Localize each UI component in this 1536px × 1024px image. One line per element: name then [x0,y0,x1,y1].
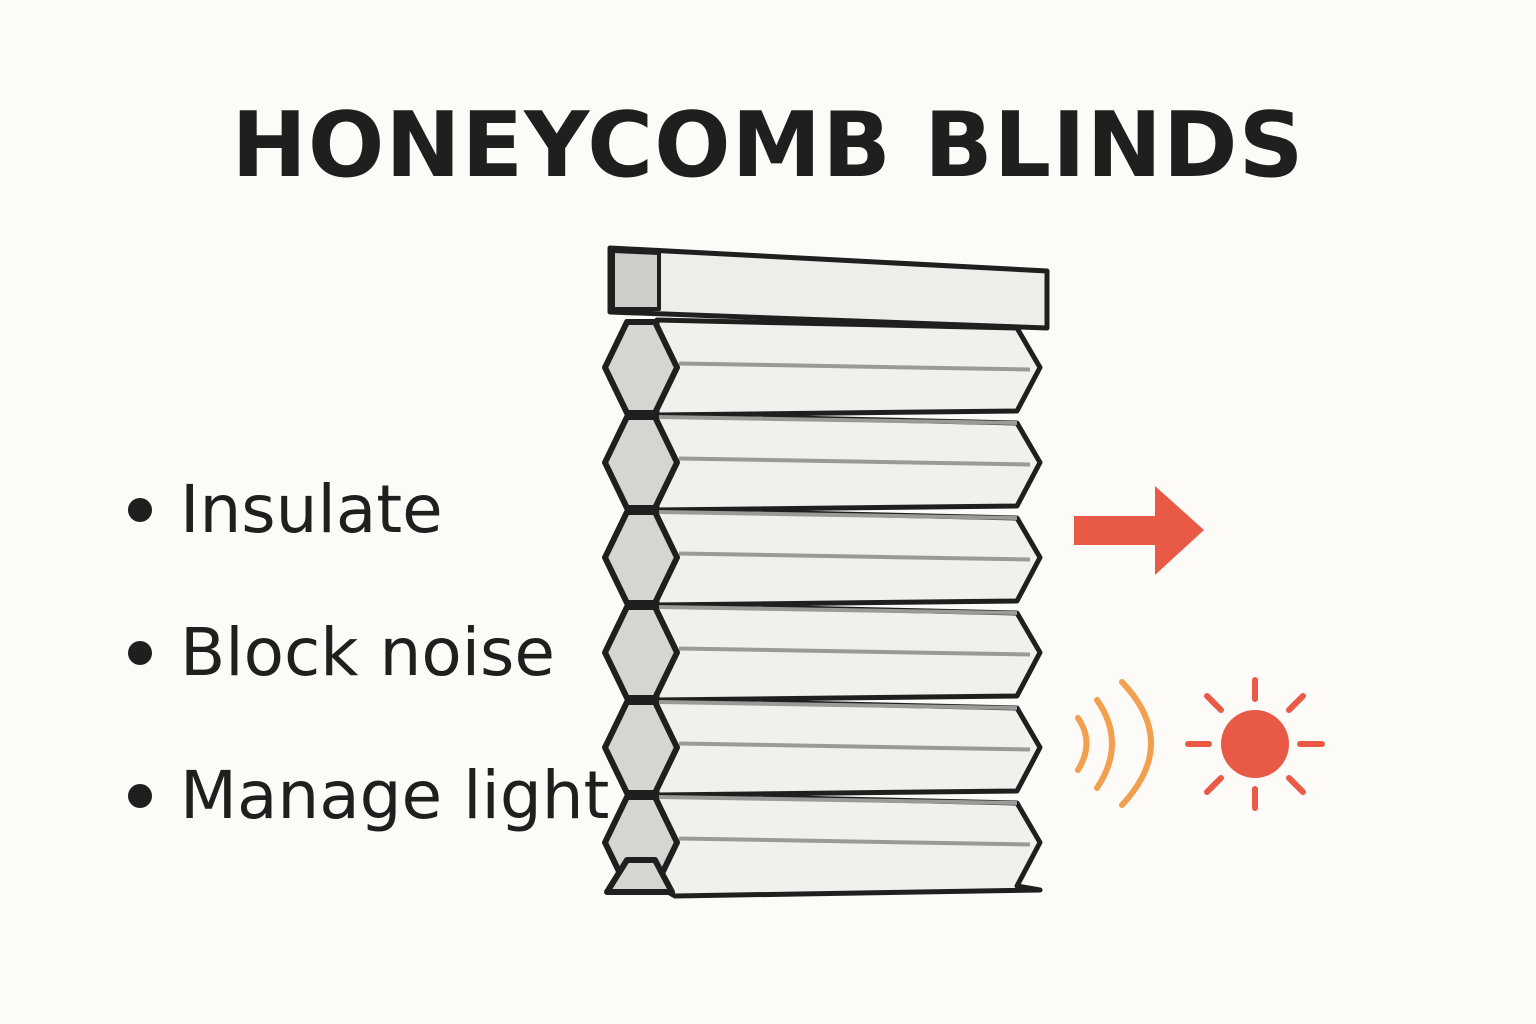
headrail-endcap [611,249,661,311]
pleat-fold-line [678,836,1031,847]
feature-list: Insulate Block noise Manage light [128,462,609,891]
pleat-crease-line [658,415,1018,425]
pleat-crease-line [658,700,1018,710]
honeycomb-cells [602,319,680,895]
pleat-fold-line [678,741,1031,752]
pleat-fold-line [678,361,1031,372]
feature-label: Insulate [180,471,443,548]
honeycomb-cell [602,699,680,796]
feature-label: Block noise [180,614,556,691]
pleat-crease-line [658,795,1018,805]
headrail-body [607,245,1050,331]
bullet-dot [128,498,152,522]
honeycomb-cell [602,604,680,701]
feature-item-block-noise: Block noise [128,605,609,748]
honeycomb-cell [602,414,680,511]
feature-label: Manage light [180,757,610,834]
pleat-fold-line [678,646,1031,657]
pleat-fold-line [678,456,1031,467]
headrail [607,245,1050,331]
diagram-title: HONEYCOMB BLINDS [231,93,1305,198]
feature-item-manage-light: Manage light [128,748,609,891]
honeycomb-cell [602,319,680,416]
sun-icon [1185,677,1325,811]
honeycomb-cell-bottom [604,857,675,895]
pleat-fold-line [678,551,1031,562]
bullet-dot [128,784,152,808]
pleated-fabric [654,317,1043,899]
arrow-right-icon [1074,486,1204,575]
pleat-crease-line [658,605,1018,615]
bullet-dot [128,641,152,665]
pleat-crease-line [658,510,1018,520]
sound-waves-icon [1075,679,1154,808]
honeycomb-cell [602,509,680,606]
feature-item-insulate: Insulate [128,462,609,605]
